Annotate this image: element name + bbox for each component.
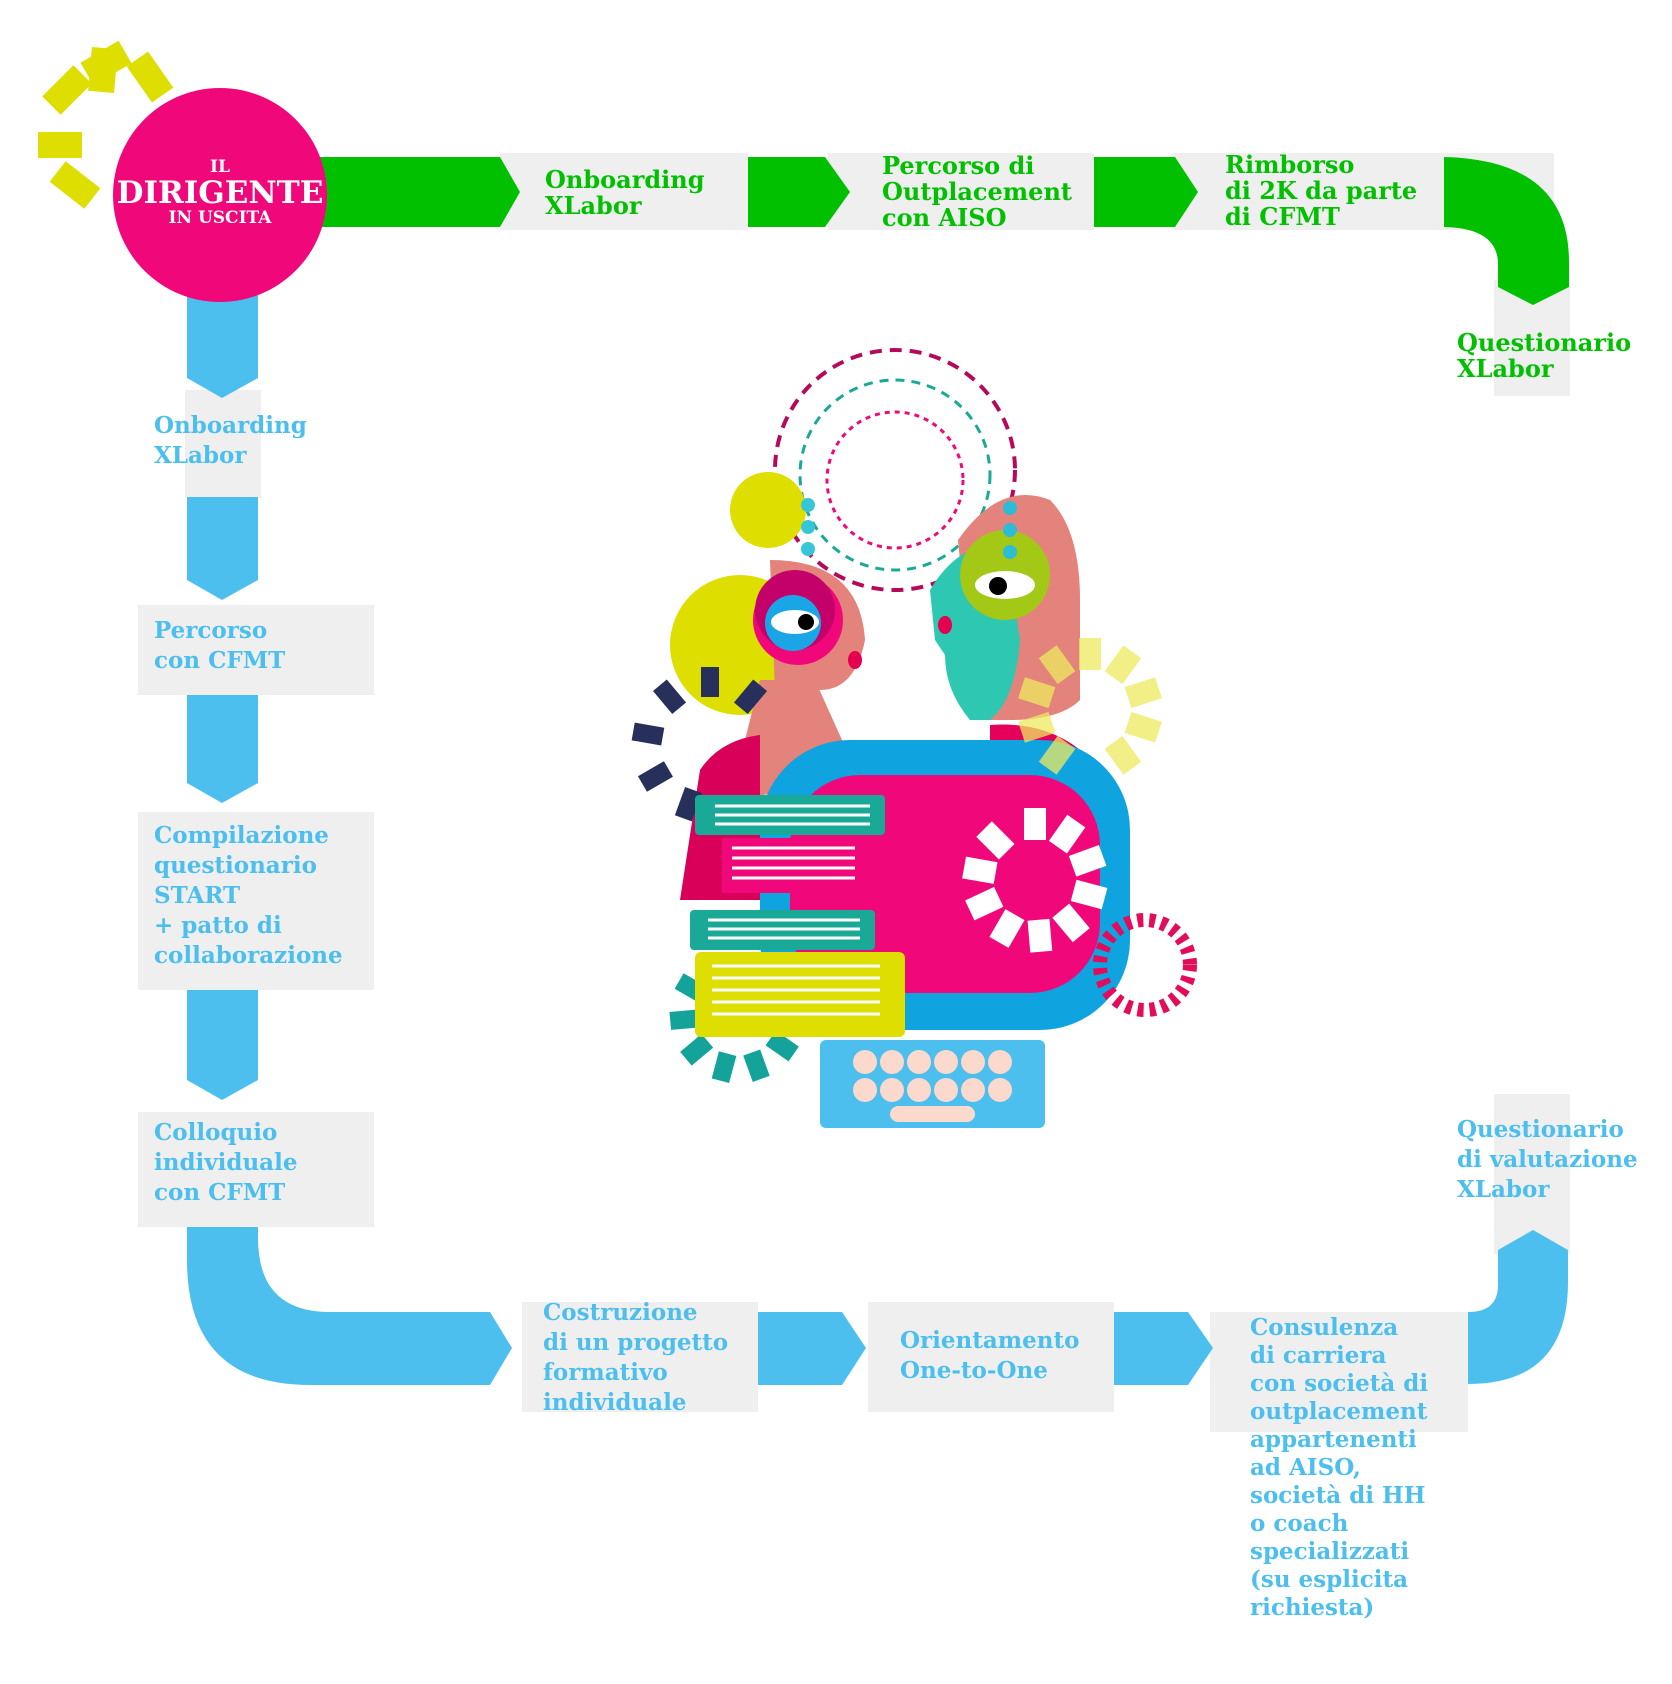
blue-step-7: Consulenza di carriera con società di ou… <box>1250 1314 1436 1621</box>
green-step-1: Onboarding XLabor <box>545 165 713 220</box>
yellow-gear-icon <box>1018 638 1162 775</box>
green-path <box>320 157 1569 305</box>
start-title-line3: IN USCITA <box>169 208 273 228</box>
blue-step-1: Onboarding XLabor <box>154 412 315 469</box>
magenta-dashed-ring <box>1093 913 1197 1017</box>
blue-step-2: Percorso con CFMT <box>154 617 285 674</box>
blue-step-3: Compilazione questionario START + patto … <box>154 822 343 969</box>
green-step-4: Questionario XLabor <box>1457 328 1639 383</box>
blue-step-4: Colloquio individuale con CFMT <box>154 1119 305 1206</box>
gear-icon <box>962 808 1108 953</box>
books-illustration <box>690 795 905 1037</box>
dashed-circle-middle <box>798 378 992 572</box>
dark-gear-icon <box>631 667 768 822</box>
blue-path <box>187 280 1568 1385</box>
green-labels: Onboarding XLabor Percorso di Outplaceme… <box>545 150 1639 383</box>
green-step-2: Percorso di Outplacement con AISO <box>882 151 1080 232</box>
blue-step-8: Questionario di valutazione XLabor <box>1457 1116 1646 1203</box>
blue-step-6: Orientamento One-to-One <box>900 1327 1087 1384</box>
start-title-line2: DIRIGENTE <box>117 175 324 211</box>
start-circle: IL DIRIGENTE IN USCITA <box>113 88 327 302</box>
blue-labels: Onboarding XLabor Percorso con CFMT Comp… <box>154 412 1646 1621</box>
blue-step-5: Costruzione di un progetto formativo ind… <box>543 1299 736 1416</box>
sun-rays-icon <box>38 40 174 209</box>
central-illustration <box>631 348 1197 1128</box>
start-title-line1: IL <box>210 157 230 177</box>
teal-gear-icon <box>669 973 799 1084</box>
dashed-circle-outer <box>773 348 1017 592</box>
dashed-circle-inner <box>825 410 965 550</box>
green-step-3: Rimborso di 2K da parte di CFMT <box>1225 150 1426 231</box>
panels <box>138 153 1570 1432</box>
